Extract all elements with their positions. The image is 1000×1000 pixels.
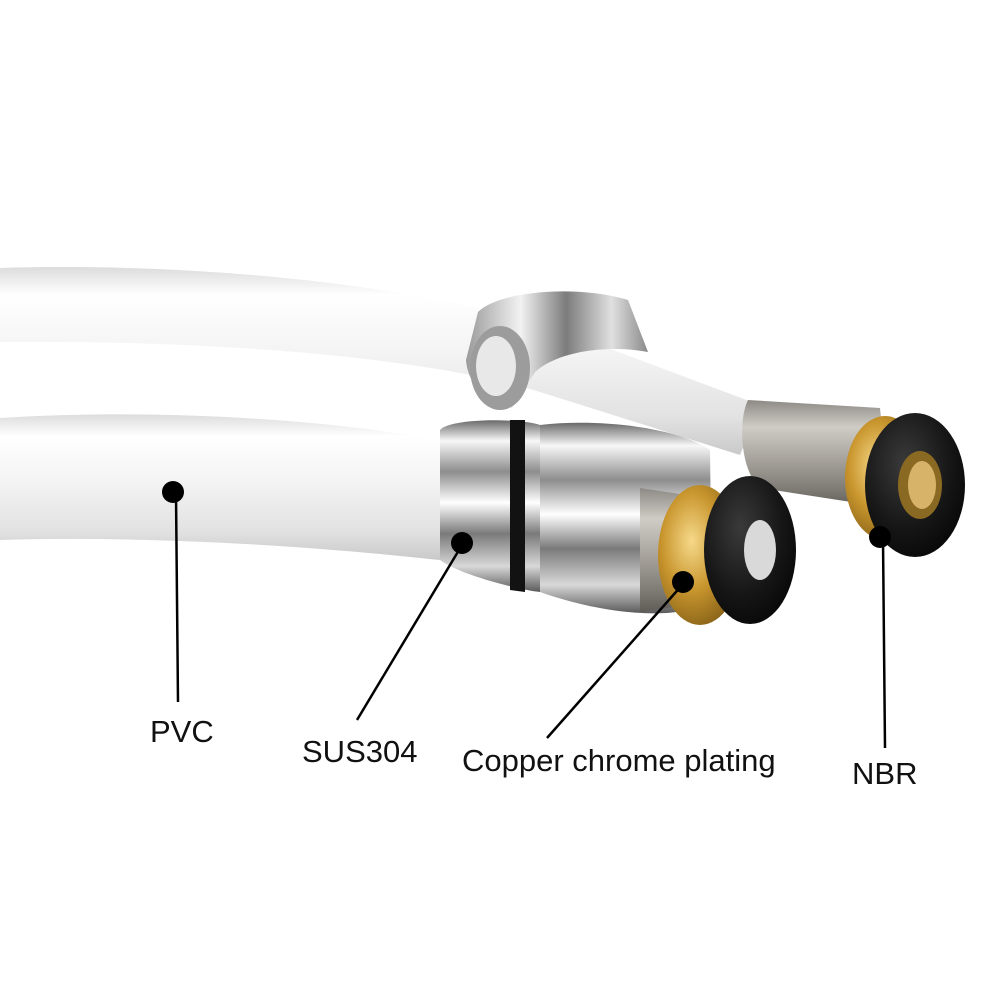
nbr-marker-dot: [869, 526, 891, 548]
pvc-label: PVC: [150, 714, 214, 749]
copper-chrome-plating-label: Copper chrome plating: [462, 743, 776, 778]
upper-nbr-washer: [865, 413, 965, 557]
callout-sus304: [355, 532, 473, 721]
nbr-leader-line: [881, 539, 887, 749]
lower-hose: [0, 414, 440, 560]
sus304-label: SUS304: [302, 734, 418, 769]
copper-leader-line: [546, 583, 684, 739]
nbr-label: NBR: [852, 756, 918, 791]
callout-nbr: [869, 526, 891, 749]
copper-marker-dot: [672, 571, 694, 593]
lower-nbr-washer: [704, 476, 796, 624]
sus304-leader-line: [355, 544, 464, 721]
callout-copper: [546, 571, 694, 739]
upper-chrome-nut: [466, 291, 648, 410]
pvc-marker-dot: [162, 481, 184, 503]
upper-hose: [0, 267, 760, 455]
pvc-leader-line: [174, 494, 180, 703]
callout-pvc: [162, 481, 184, 703]
sus304-marker-dot: [451, 532, 473, 554]
